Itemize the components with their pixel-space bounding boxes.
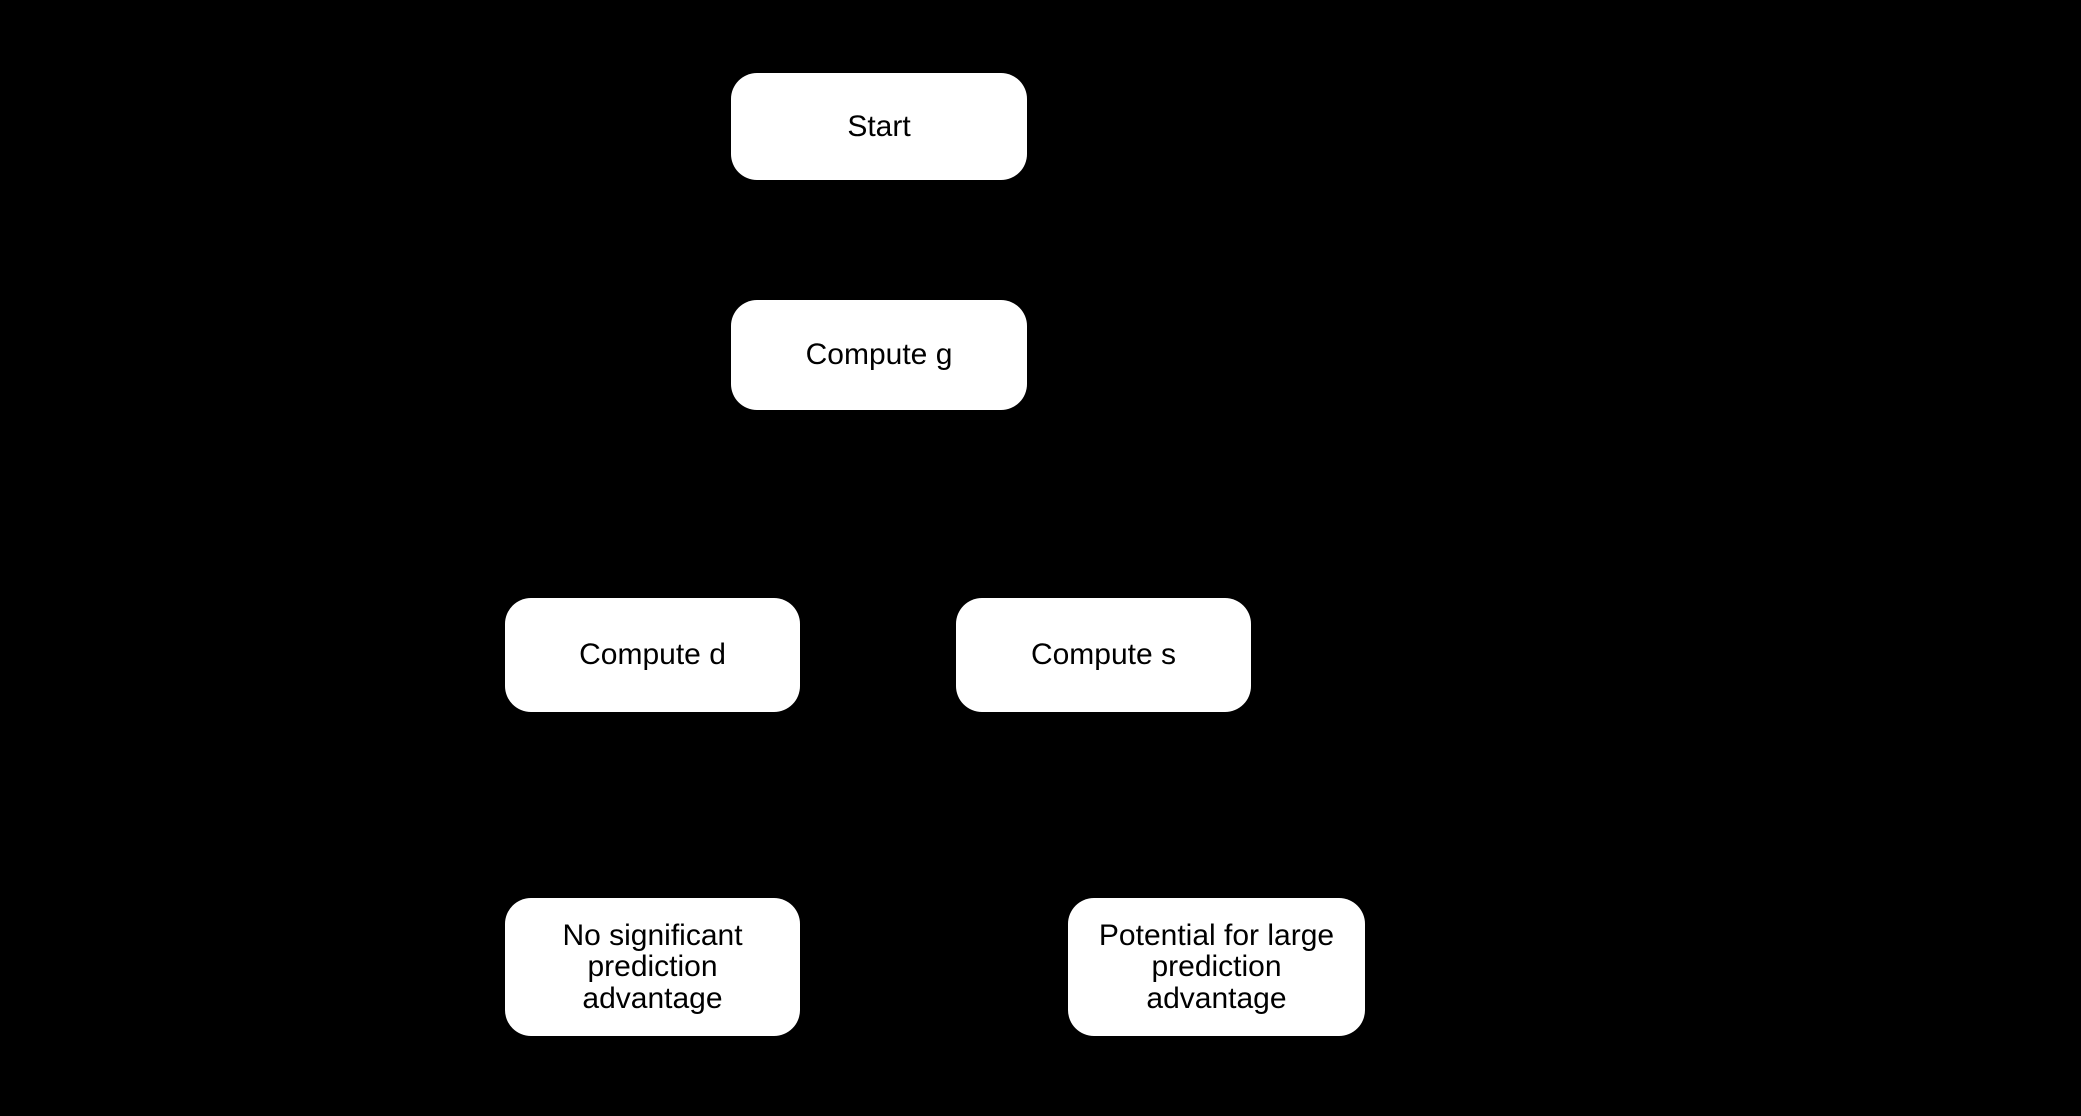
node-compute-d[interactable]: Compute d (505, 598, 800, 712)
node-compute-g[interactable]: Compute g (731, 300, 1027, 410)
node-start[interactable]: Start (731, 73, 1027, 180)
node-compute-s[interactable]: Compute s (956, 598, 1251, 712)
edge-compute-g-to-compute-s (877, 410, 1116, 601)
node-potential-for-large-prediction-advantage[interactable]: Potential for large prediction advantage (1068, 898, 1365, 1036)
edge-compute-g-to-compute-d (641, 410, 881, 601)
node-leaf-left-label: No significant prediction advantage (562, 918, 743, 1015)
node-compute-g-label: Compute g (805, 338, 953, 372)
node-start-label: Start (847, 109, 911, 143)
node-no-significant-prediction-advantage[interactable]: No significant prediction advantage (505, 898, 800, 1036)
node-compute-d-label: Compute d (579, 638, 726, 672)
node-leaf-right-label: Potential for large prediction advantage (1098, 918, 1335, 1015)
node-compute-s-label: Compute s (1030, 638, 1177, 672)
edge-compute-s-to-leaf-right (1102, 712, 1228, 901)
